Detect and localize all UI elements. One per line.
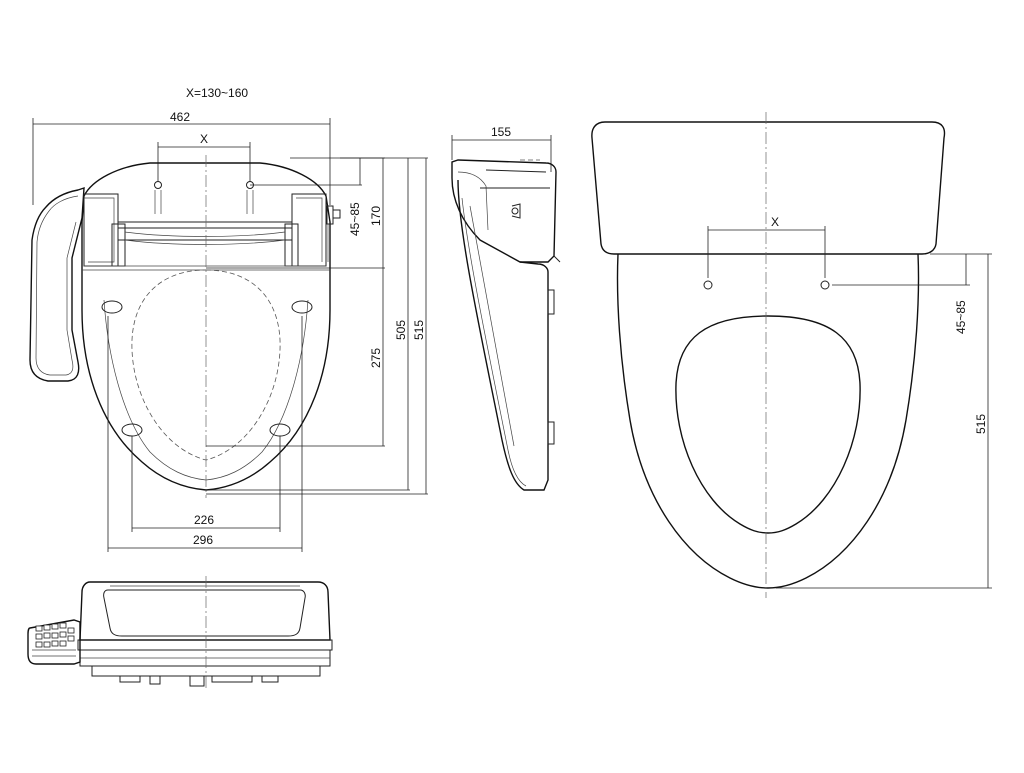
front-view: X=130~160 462 X bbox=[29, 86, 428, 552]
bumper-top-right bbox=[291, 300, 313, 314]
bowl-view: X 45~85 515 bbox=[591, 112, 992, 598]
tank-outline bbox=[591, 121, 946, 255]
side-housing bbox=[451, 159, 557, 263]
rear-lid bbox=[79, 581, 331, 641]
control-panel bbox=[27, 619, 81, 665]
seat-outline bbox=[81, 162, 331, 491]
dim-hinge-offset: 45~85 bbox=[348, 202, 362, 236]
dim-seat-length-inner: 505 bbox=[394, 320, 408, 340]
bowl-hole-left bbox=[703, 280, 713, 290]
mounting-hole-left bbox=[154, 181, 162, 189]
dim-bottom-width-inner: 226 bbox=[194, 513, 214, 527]
bowl-hole-right bbox=[820, 280, 830, 290]
side-seat-profile bbox=[457, 179, 549, 491]
dim-opening-length: 275 bbox=[369, 348, 383, 368]
bowl-opening bbox=[675, 315, 861, 534]
side-view: 155 bbox=[451, 125, 561, 491]
control-panel-buttons bbox=[35, 622, 75, 648]
dim-hole-spacing: X bbox=[200, 132, 208, 146]
rear-view bbox=[27, 576, 333, 690]
dim-hinge-depth: 170 bbox=[369, 206, 383, 226]
bumper-bottom-left bbox=[121, 423, 143, 437]
bowl-dim-hinge-offset: 45~85 bbox=[954, 300, 968, 334]
control-arm bbox=[29, 187, 85, 382]
dim-overall-width: 462 bbox=[170, 110, 190, 124]
bowl-outline bbox=[616, 253, 920, 589]
bumper-bottom-right bbox=[269, 423, 291, 437]
dim-side-height: 155 bbox=[491, 125, 511, 139]
bumper-top-left bbox=[101, 300, 123, 314]
bowl-dim-length: 515 bbox=[974, 414, 988, 434]
dim-bottom-width-outer: 296 bbox=[193, 533, 213, 547]
dim-seat-length-total: 515 bbox=[412, 320, 426, 340]
bowl-dim-hole-spacing: X bbox=[771, 215, 779, 229]
x-range-note: X=130~160 bbox=[186, 86, 248, 100]
